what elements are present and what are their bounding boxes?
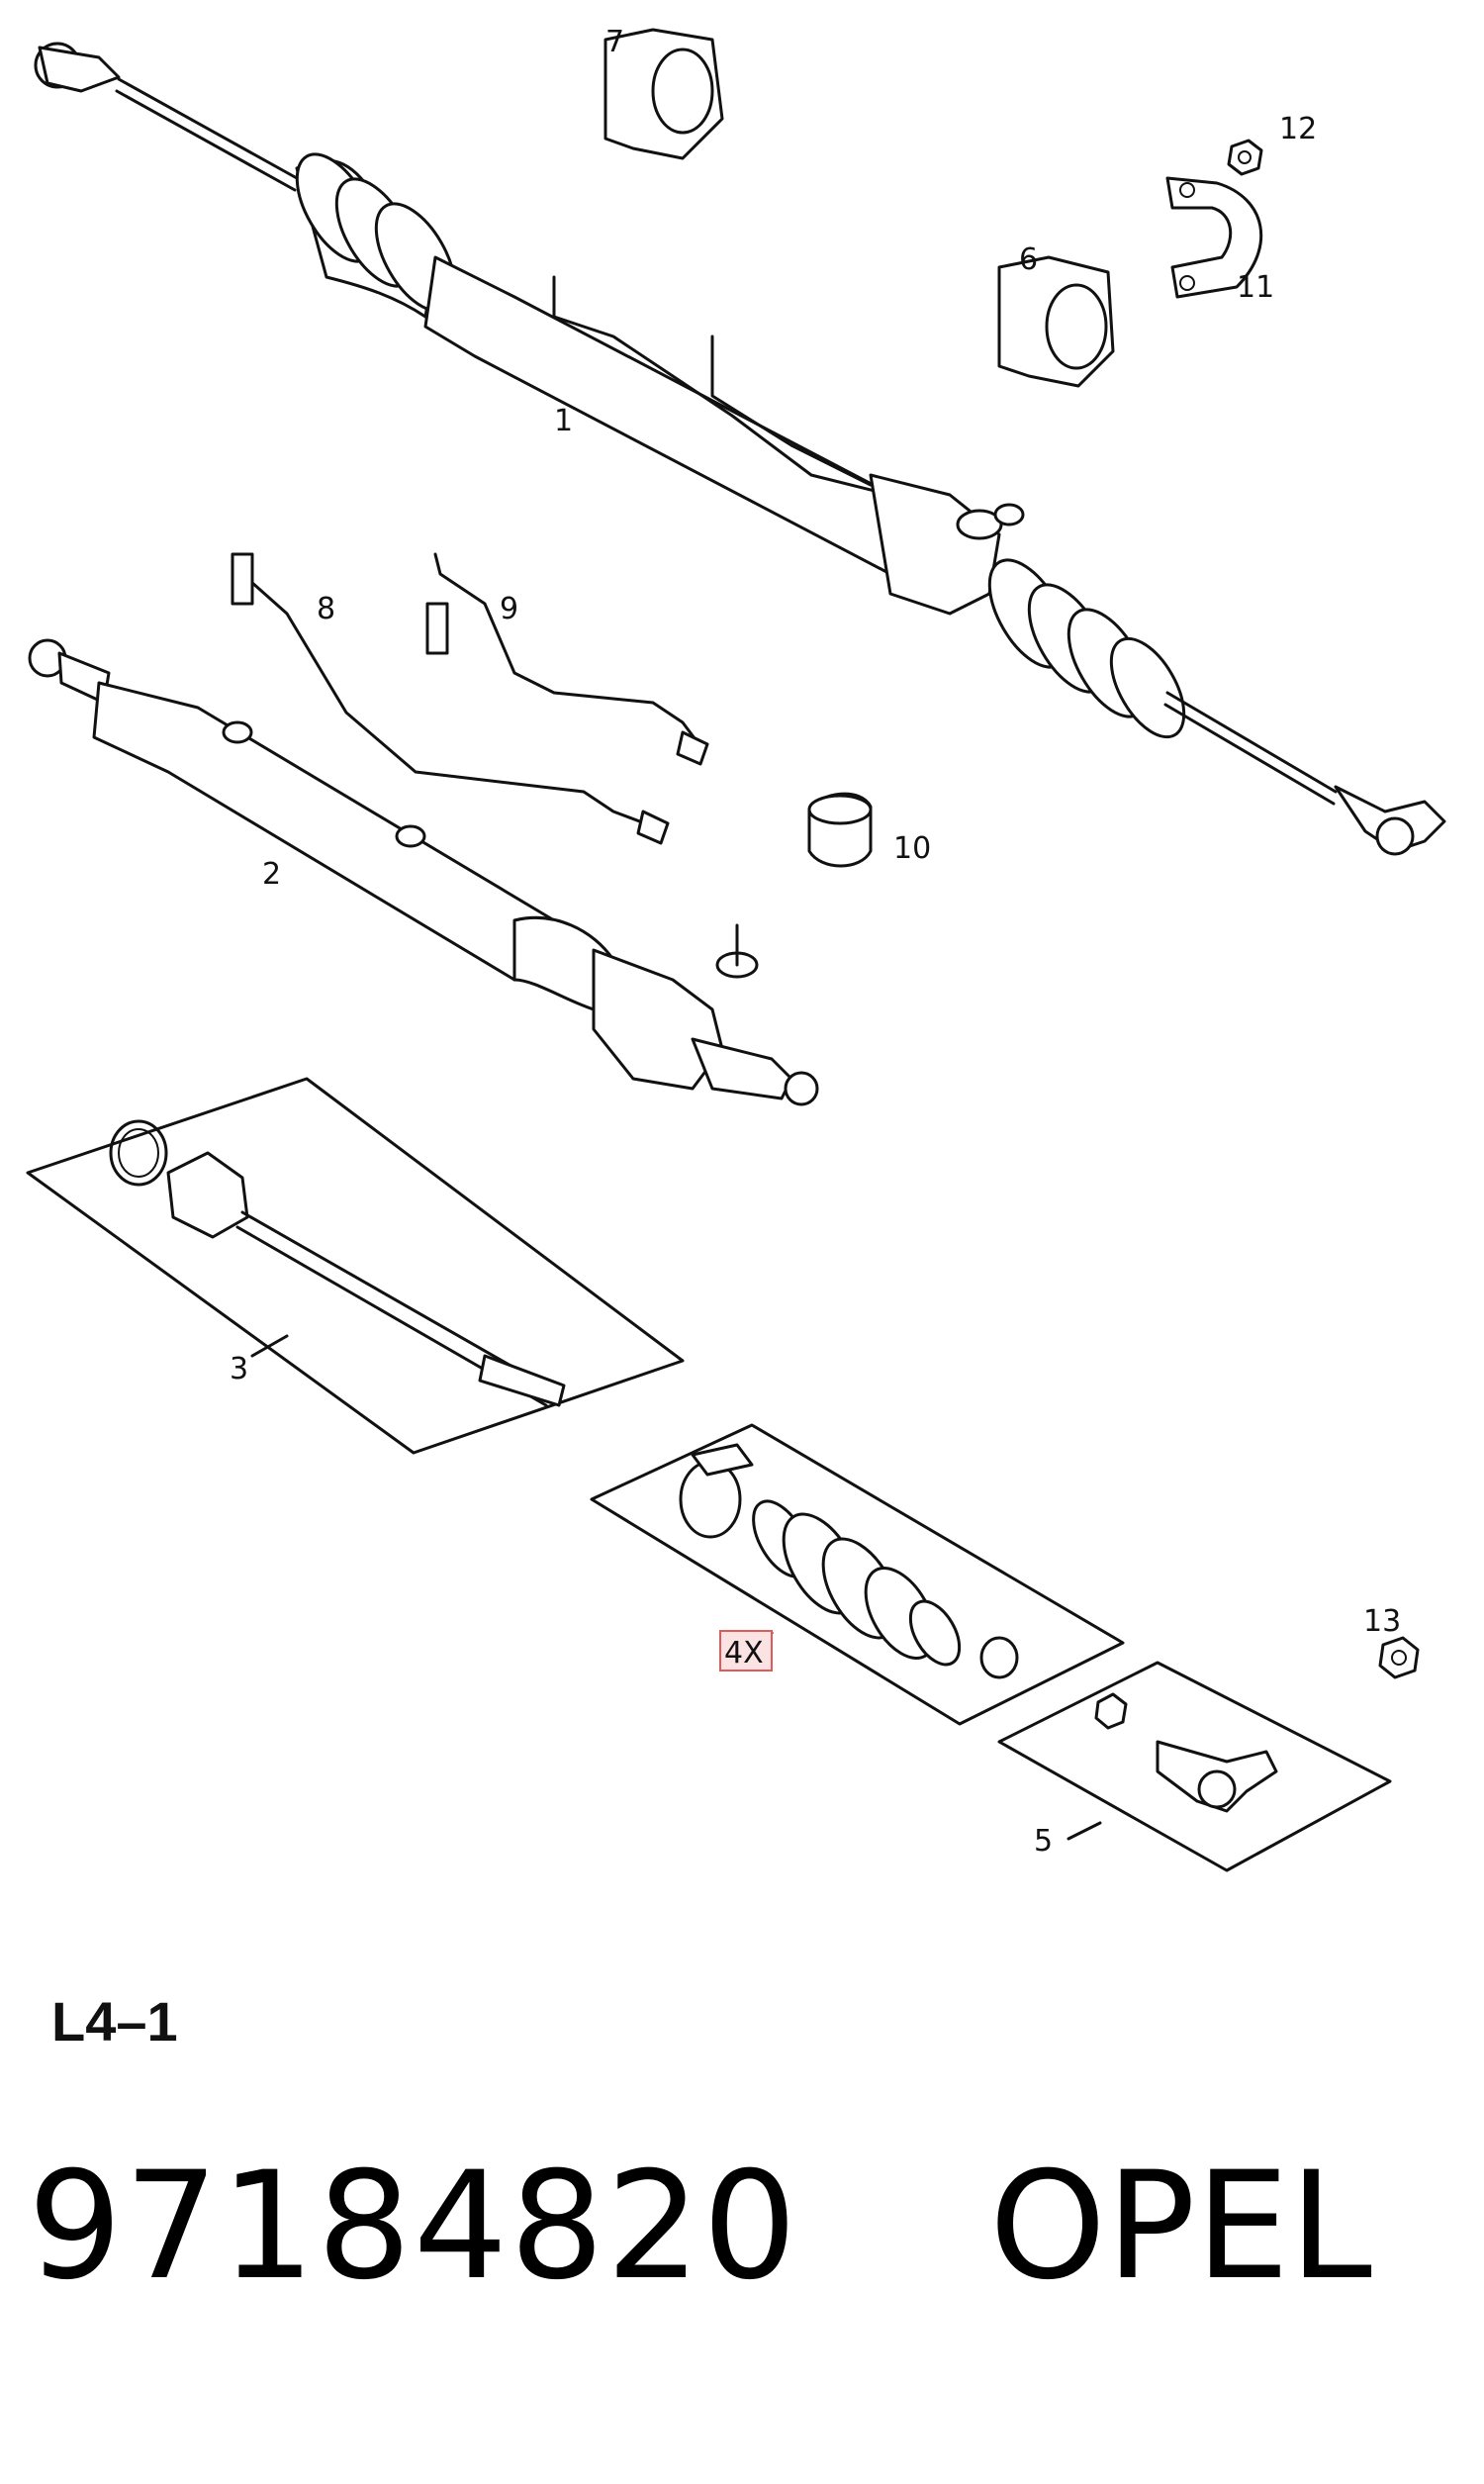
part-10-bushing — [807, 792, 873, 868]
callout-13: 13 — [1363, 1604, 1401, 1639]
part-9-pipe — [425, 552, 709, 766]
callout-10: 10 — [893, 831, 931, 866]
part-7-mount-bushing — [603, 28, 724, 160]
callout-4x-highlight: 4X — [719, 1630, 773, 1672]
part-11-clamp — [1165, 176, 1263, 299]
callout-11: 11 — [1237, 270, 1274, 305]
part-number: 97184820 — [28, 2141, 799, 2313]
callout-5: 5 — [1034, 1824, 1053, 1859]
brand-name: OPEL — [989, 2141, 1372, 2313]
part-6-mount-bushing — [997, 255, 1115, 388]
part-4-boot-kit — [590, 1423, 1125, 1726]
callout-12: 12 — [1279, 112, 1317, 146]
part-13-nut — [1378, 1636, 1420, 1679]
part-12-nut — [1227, 139, 1263, 176]
part-1-steering-rack — [34, 42, 1446, 856]
part-8-pipe — [231, 552, 670, 845]
callout-1: 1 — [554, 404, 573, 438]
diagram-code: L4–1 — [51, 1990, 178, 2053]
callout-9: 9 — [500, 592, 518, 626]
part-5-tie-rod-end-kit — [997, 1661, 1392, 1872]
part-2-rack-housing — [28, 638, 819, 1106]
callout-7: 7 — [605, 25, 624, 59]
callout-3: 3 — [230, 1352, 248, 1386]
callout-8: 8 — [317, 592, 335, 626]
callout-6: 6 — [1019, 242, 1038, 277]
callout-2: 2 — [262, 857, 281, 892]
part-3-tie-rod-kit — [26, 1077, 685, 1455]
callout-4x: 4X — [724, 1636, 764, 1671]
